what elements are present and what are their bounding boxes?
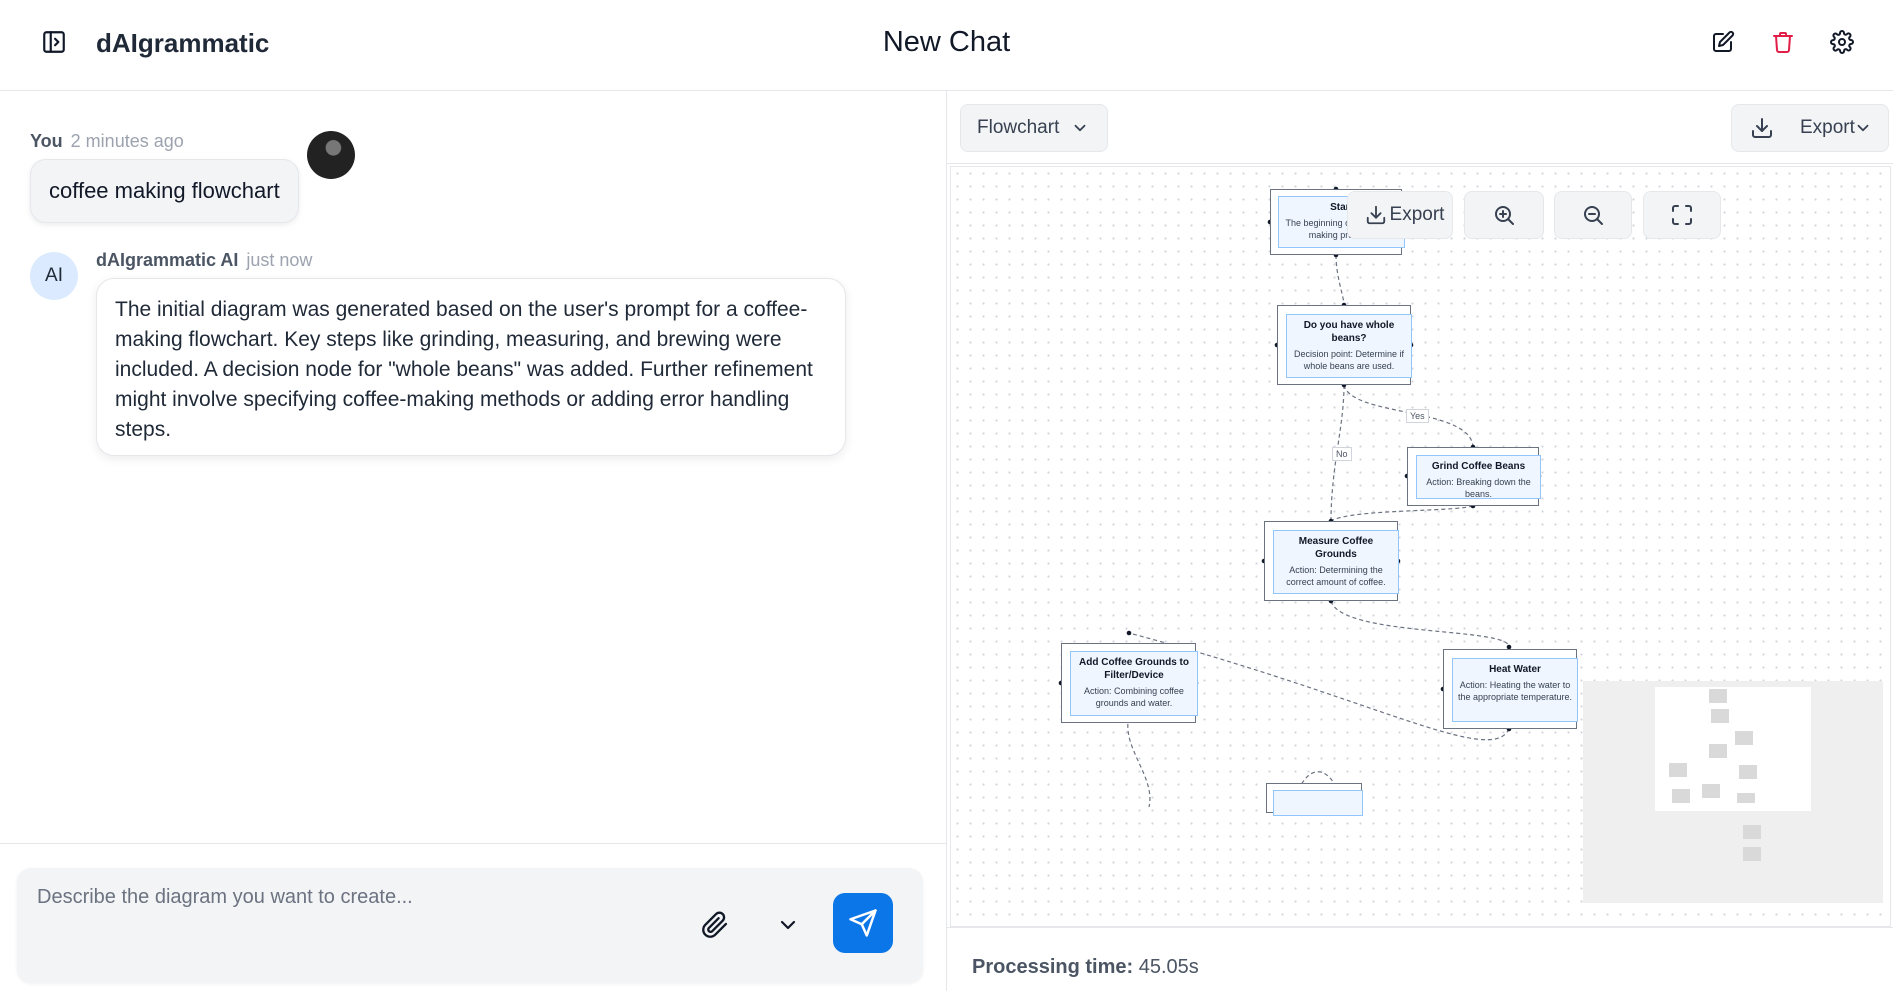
canvas-export-button[interactable]: Export <box>1347 191 1453 239</box>
node-heat-title: Heat Water <box>1489 664 1541 675</box>
message-composer <box>17 868 923 983</box>
download-icon <box>1366 205 1386 225</box>
user-avatar <box>307 131 355 179</box>
user-message-meta: You 2 minutes ago <box>30 131 184 152</box>
processing-time-label: Processing time: <box>972 956 1134 978</box>
edge-to-bottom-node <box>1300 771 1337 788</box>
edge-decision-to-grind <box>1343 384 1474 448</box>
processing-time-value: 45.05s <box>1138 956 1199 978</box>
node-add-title: Add Coffee Grounds to Filter/Device <box>1079 657 1189 681</box>
send-icon <box>849 909 877 937</box>
chevron-down-icon <box>1857 124 1869 132</box>
user-author: You <box>30 131 63 151</box>
zoom-in-icon <box>1495 206 1514 225</box>
diagram-type-label: Flowchart <box>977 117 1060 138</box>
edit-icon[interactable] <box>1708 27 1738 57</box>
canvas-export-label: Export <box>1389 204 1445 225</box>
minimap-node <box>1672 789 1690 803</box>
download-icon <box>1752 118 1772 138</box>
node-heat-water[interactable]: Heat Water Action: Heating the water to … <box>1443 649 1578 729</box>
handle <box>1126 630 1132 636</box>
composer-divider <box>0 843 946 844</box>
diagram-panel: Flowchart Export <box>947 91 1893 991</box>
node-measure-desc: Action: Determining the correct amount o… <box>1286 565 1386 587</box>
minimap-node <box>1735 731 1753 745</box>
ai-avatar-label: AI <box>45 265 63 286</box>
send-button[interactable] <box>833 893 893 953</box>
node-measure-title: Measure Coffee Grounds <box>1298 536 1374 560</box>
ai-avatar: AI <box>30 252 78 300</box>
edge-grind-to-measure <box>1330 505 1474 522</box>
ai-author: dAIgrammatic AI <box>96 250 239 270</box>
paperclip-icon[interactable] <box>700 910 730 940</box>
edge-start-to-decision <box>1335 254 1345 306</box>
node-grind-desc: Action: Breaking down the beans. <box>1426 477 1531 499</box>
minimap-node <box>1709 689 1727 703</box>
node-whole-beans-decision[interactable]: Do you have whole beans? Decision point:… <box>1277 305 1412 385</box>
node-partial-bottom[interactable] <box>1266 783 1363 816</box>
diagram-canvas[interactable]: Yes No Start The beginning of the coffee… <box>950 166 1891 927</box>
ai-message-text: The initial diagram was generated based … <box>115 298 813 441</box>
edge-measure-to-heat <box>1330 600 1510 648</box>
node-whole-beans-title: Do you have whole beans? <box>1303 320 1395 344</box>
node-start-desc: The beginning of the coffee-making proce… <box>1285 218 1398 240</box>
node-grind-title: Grind Coffee Beans <box>1431 461 1526 472</box>
node-add-desc: Action: Combining coffee grounds and wat… <box>1084 686 1184 708</box>
page-title: New Chat <box>882 26 1011 58</box>
edge-label-no: No <box>1332 447 1352 461</box>
minimap-node <box>1709 744 1727 758</box>
minimap-node <box>1743 847 1761 861</box>
minimap-node <box>1711 709 1729 723</box>
user-message-bubble: coffee making flowchart <box>30 159 299 223</box>
diagram-footer-divider <box>947 927 1893 928</box>
diagram-toolbar: Flowchart Export <box>947 91 1893 164</box>
chevron-down-icon[interactable] <box>773 910 803 940</box>
minimap-node <box>1743 825 1761 839</box>
trash-icon[interactable] <box>1768 27 1798 57</box>
node-start-title: Start <box>1330 202 1353 213</box>
user-timestamp: 2 minutes ago <box>70 131 184 151</box>
processing-time: Processing time: 45.05s <box>972 956 1199 979</box>
sidebar-toggle-icon[interactable] <box>39 27 69 57</box>
minimap-node <box>1669 763 1687 777</box>
app-header: dAIgrammatic New Chat <box>0 0 1893 91</box>
zoom-in-button[interactable] <box>1464 191 1544 239</box>
node-measure-grounds[interactable]: Measure Coffee Grounds Action: Determini… <box>1264 521 1399 601</box>
edge-label-yes: Yes <box>1406 409 1429 423</box>
edge-heat-to-add <box>1128 632 1510 741</box>
node-grind-beans[interactable]: Grind Coffee Beans Action: Breaking down… <box>1407 447 1541 506</box>
minimap-node <box>1739 765 1757 779</box>
export-dropdown-button[interactable]: Export <box>1731 104 1889 152</box>
user-message-text: coffee making flowchart <box>49 178 280 203</box>
diagram-type-select[interactable]: Flowchart <box>960 104 1108 152</box>
fullscreen-button[interactable] <box>1643 191 1721 239</box>
chat-panel: You 2 minutes ago coffee making flowchart… <box>0 91 947 991</box>
minimap-node <box>1737 793 1755 803</box>
chevron-down-icon <box>1074 124 1086 132</box>
node-add-grounds[interactable]: Add Coffee Grounds to Filter/Device Acti… <box>1061 643 1198 723</box>
ai-timestamp: just now <box>246 250 313 270</box>
node-whole-beans-desc: Decision point: Determine if whole beans… <box>1293 349 1405 371</box>
export-label: Export <box>1800 117 1855 138</box>
edge-add-to-next <box>1127 716 1151 808</box>
zoom-out-icon <box>1584 206 1603 225</box>
gear-icon[interactable] <box>1827 27 1857 57</box>
handle <box>1506 644 1512 650</box>
minimap[interactable] <box>1583 681 1883 903</box>
ai-message-meta: dAIgrammatic AI just now <box>96 250 312 271</box>
ai-message-bubble: The initial diagram was generated based … <box>96 278 846 456</box>
minimap-node <box>1702 784 1720 798</box>
brand-name: dAIgrammatic <box>96 28 270 58</box>
node-heat-desc: Action: Heating the water to the appropr… <box>1457 680 1573 702</box>
zoom-out-button[interactable] <box>1554 191 1632 239</box>
prompt-input[interactable] <box>35 884 679 948</box>
fullscreen-icon <box>1672 205 1692 225</box>
